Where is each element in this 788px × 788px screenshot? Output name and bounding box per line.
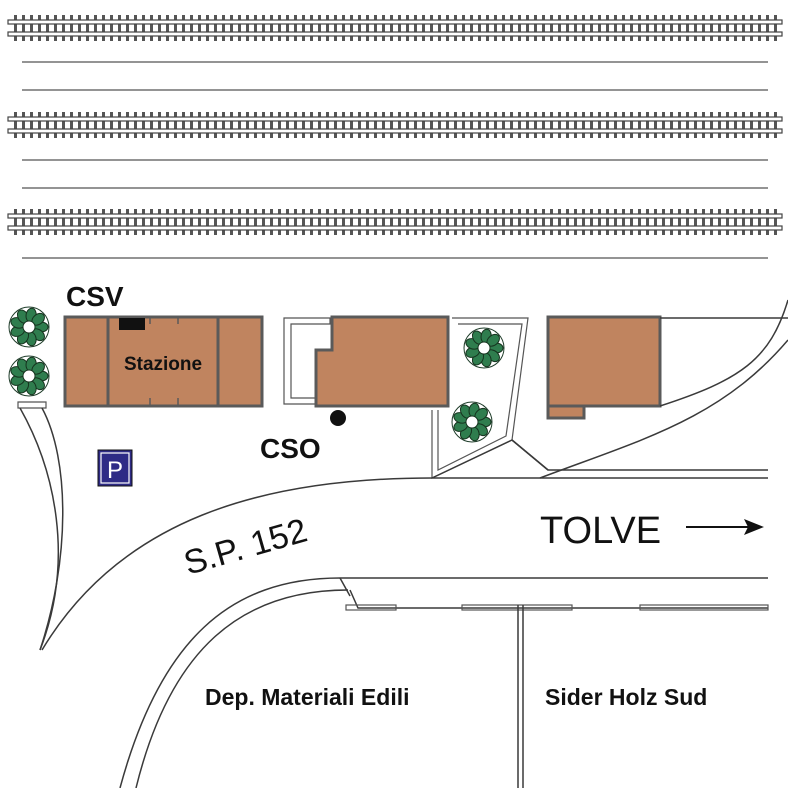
sider-holz-label: Sider Holz Sud <box>545 684 707 710</box>
fence-post <box>17 401 47 409</box>
tolve-arrow-icon <box>686 519 764 535</box>
roads <box>19 299 788 788</box>
track-separator-lines <box>22 61 768 259</box>
tree-icon <box>8 355 50 397</box>
middle-building <box>283 315 450 426</box>
railway-tracks <box>7 15 783 235</box>
cso-label: CSO <box>260 433 321 464</box>
tree-icon <box>463 327 505 369</box>
parking-sign: P <box>97 449 133 487</box>
railway-track <box>7 112 783 138</box>
tree-icon <box>451 401 493 443</box>
tolve-label: TOLVE <box>540 510 661 552</box>
trees <box>8 306 505 443</box>
courtyard-inner-outline <box>437 323 523 471</box>
station-building <box>63 315 264 408</box>
tree-icon <box>8 306 50 348</box>
station-label: Stazione <box>124 354 202 375</box>
csv-label: CSV <box>66 281 124 312</box>
railway-track <box>7 15 783 41</box>
parking-label: P <box>107 457 123 484</box>
road-label: S.P. 152 <box>180 511 312 582</box>
dep-materiali-label: Dep. Materiali Edili <box>205 684 410 710</box>
railway-track <box>7 209 783 235</box>
cso-marker <box>330 410 346 426</box>
csv-marker <box>119 318 145 330</box>
right-building <box>546 315 662 420</box>
